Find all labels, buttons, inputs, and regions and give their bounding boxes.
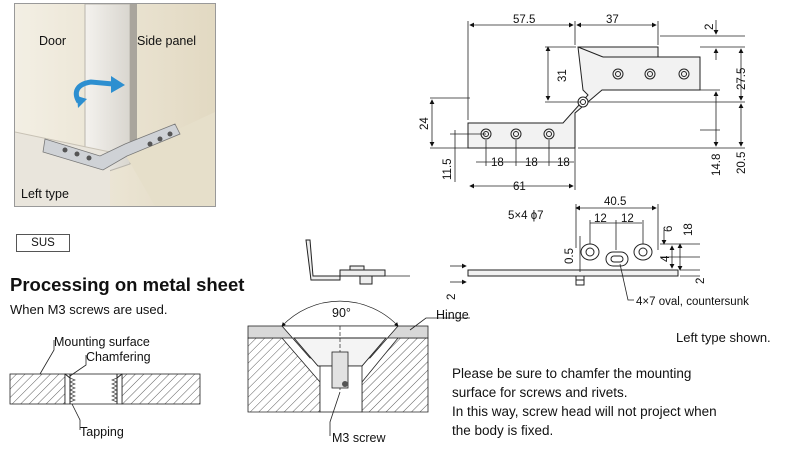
section-title: Processing on metal sheet [10,274,245,295]
dim-12-a: 12 [594,213,607,225]
side-view-dimension-text: 40.5 5×4 ϕ7 12 12 6 18 0.5 4 2 2 4×7 ova… [446,196,749,308]
small-bracket-section [305,239,410,285]
photo-caption: Left type [21,187,69,201]
door-label: Door [39,34,67,48]
angle-label: 90° [332,306,351,320]
section-subtitle: When M3 screws are used. [10,302,168,317]
top-view-drawing [467,46,701,149]
dim-12-b: 12 [621,213,634,225]
left-type-shown-label: Left type shown. [676,330,771,345]
oval-spec: 4×7 oval, countersunk [636,296,749,308]
dim-4: 4 [660,255,672,262]
dim-2-side: 2 [695,278,707,284]
side-view-dimension-lines [450,204,700,301]
dim-2-left: 2 [446,294,458,300]
material-badge: SUS [16,234,70,252]
countersunk-section-labels: 90° Hinge M3 screw [332,306,469,445]
hinge-photo-illustration [15,4,215,206]
instruction-line-2: surface for screws and rivets. [452,385,628,400]
dim-27-5: 27.5 [736,68,748,90]
dim-57-5: 57.5 [513,14,535,26]
dim-24: 24 [419,117,431,130]
dim-20-5: 20.5 [736,152,748,174]
dim-18-a: 18 [491,157,504,169]
instruction-line-3: In this way, screw head will not project… [452,404,717,419]
dim-6: 6 [663,226,675,232]
holes-spec: 5×4 ϕ7 [508,210,544,222]
dim-14-8: 14.8 [711,154,723,176]
hinge-label: Hinge [436,308,469,322]
dim-40-5: 40.5 [604,196,626,208]
dim-61: 61 [513,181,526,193]
instruction-line-1: Please be sure to chamfer the mounting [452,366,692,381]
top-view-dimension-lines [429,20,745,190]
top-view-dimension-text: 57.5 37 2 31 27.5 24 11.5 18 18 18 61 14… [419,14,748,193]
dim-2-top: 2 [704,24,716,30]
dim-11-5: 11.5 [442,158,454,180]
dim-18: 18 [683,223,695,236]
tapping-label: Tapping [80,425,124,439]
dim-18-c: 18 [557,157,570,169]
instruction-line-4: the body is fixed. [452,423,554,438]
tapping-section [9,340,201,430]
dim-18-b: 18 [525,157,538,169]
product-photo: Door Side panel Left type [14,3,216,207]
screw-label: M3 screw [332,431,386,445]
side-panel-label: Side panel [137,34,197,48]
countersunk-section [247,300,470,436]
dim-0-5: 0.5 [564,248,576,264]
tapping-section-labels: Mounting surface Chamfering Tapping [54,335,151,439]
dim-31: 31 [557,69,569,82]
chamfering-label: Chamfering [86,350,151,364]
dim-37: 37 [606,14,619,26]
mounting-surface-label: Mounting surface [54,335,150,349]
